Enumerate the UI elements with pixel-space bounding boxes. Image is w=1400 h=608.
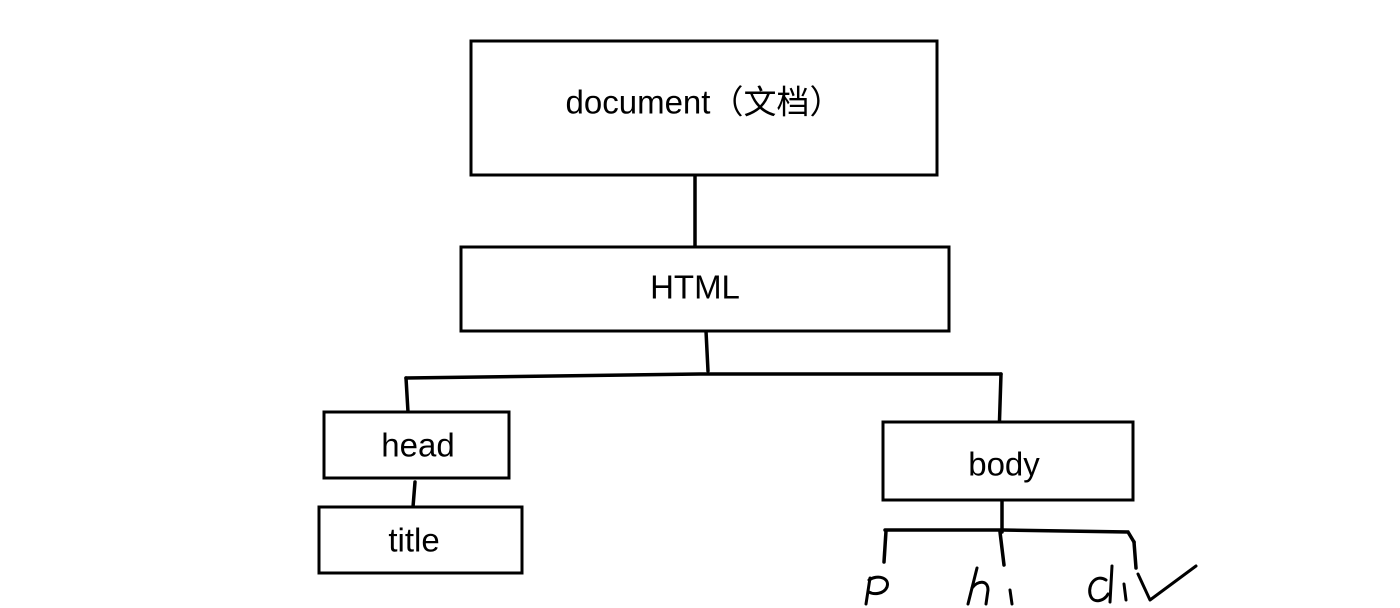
node-html: HTML [459,245,951,333]
node-title: title [317,505,524,575]
edge-head-title [411,480,417,509]
node-title-label: title [388,522,439,559]
edge-body-crossbar [883,528,1136,544]
node-document-label: document（文档） [566,84,843,121]
handwritten-div [1088,564,1198,604]
node-document: document（文档） [469,39,939,177]
node-body-label: body [968,446,1040,483]
node-head: head [322,410,511,480]
edge-html-trunk [704,329,710,373]
node-html-label: HTML [650,269,740,306]
edge-to-div [1132,540,1138,570]
node-body: body [881,420,1135,502]
edge-to-p [882,529,888,564]
edge-to-h1 [998,530,1006,567]
handwritten-p [864,575,889,606]
edge-html-crossbar [404,372,1003,380]
edge-to-head [404,376,410,414]
handwritten-h1 [966,566,1014,606]
node-head-label: head [381,427,454,464]
